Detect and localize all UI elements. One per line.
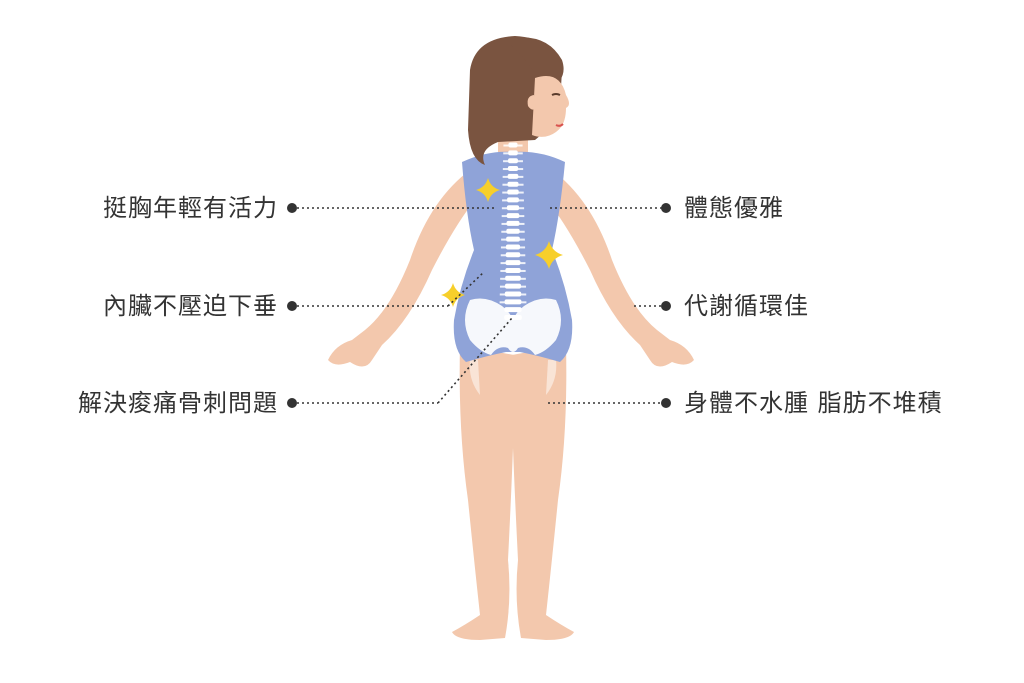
hair-fringe	[505, 37, 564, 80]
vertebra-process	[501, 207, 525, 210]
vertebra-process	[500, 269, 526, 272]
right-arm	[547, 170, 694, 367]
vertebra-process	[500, 254, 526, 257]
leg-highlight-left	[469, 360, 480, 395]
leader-dot-left-2	[287, 301, 297, 311]
leader-line-left-3b	[437, 317, 513, 404]
leader-dot-left-1	[287, 203, 297, 213]
label-graceful-posture: 體態優雅	[684, 194, 784, 222]
vertebra	[504, 315, 522, 320]
sparkle-icon	[441, 283, 465, 307]
vertebra-process	[500, 277, 526, 280]
pelvis-bone	[465, 298, 561, 355]
vertebra-process	[503, 144, 523, 147]
vertebra-process	[500, 246, 526, 249]
head	[468, 36, 569, 165]
vertebra-process	[501, 222, 525, 225]
ear	[527, 95, 536, 110]
vertebra-process	[502, 168, 524, 171]
sparkle-icon	[476, 178, 500, 202]
leader-dot-right-1	[661, 203, 671, 213]
vertebra-process	[502, 183, 524, 186]
leader-line-left-2b	[447, 271, 485, 307]
vertebra-process	[502, 175, 524, 178]
leader-dot-right-2	[661, 301, 671, 311]
vertebra-process	[499, 293, 527, 296]
left-leg	[452, 345, 514, 640]
vertebra-process	[503, 160, 523, 163]
leader-dot-right-3	[661, 398, 671, 408]
vertebra-process	[503, 152, 523, 155]
leg-highlight-right	[546, 360, 557, 395]
sparkles	[441, 178, 563, 307]
vertebra-process	[502, 199, 524, 202]
right-leg	[512, 345, 574, 640]
vertebra-process	[499, 285, 527, 288]
label-relieve-pain-bone-spurs: 解決痠痛骨刺問題	[78, 389, 278, 417]
vertebra-process	[501, 230, 525, 233]
vertebra-process	[500, 262, 526, 265]
label-no-swelling-no-fat: 身體不水腫 脂肪不堆積	[684, 389, 943, 417]
legs	[452, 345, 574, 640]
vertebra-process	[501, 238, 525, 241]
label-organs-not-compressed: 內臟不壓迫下垂	[103, 292, 278, 320]
arms	[328, 170, 694, 367]
vertebra-process	[501, 215, 525, 218]
vertebra-process	[499, 301, 527, 304]
eye	[551, 93, 561, 96]
left-arm	[328, 170, 475, 367]
face	[532, 76, 569, 137]
vertebra	[504, 307, 522, 313]
vertebra-process	[502, 191, 524, 194]
leader-dots	[287, 203, 671, 408]
label-good-metabolism: 代謝循環佳	[684, 292, 809, 320]
label-posture-youthful: 挺胸年輕有活力	[103, 194, 278, 222]
mouth	[555, 123, 564, 127]
sparkle-icon	[535, 241, 563, 269]
leader-dot-left-3	[287, 398, 297, 408]
leader-lines	[292, 207, 666, 404]
